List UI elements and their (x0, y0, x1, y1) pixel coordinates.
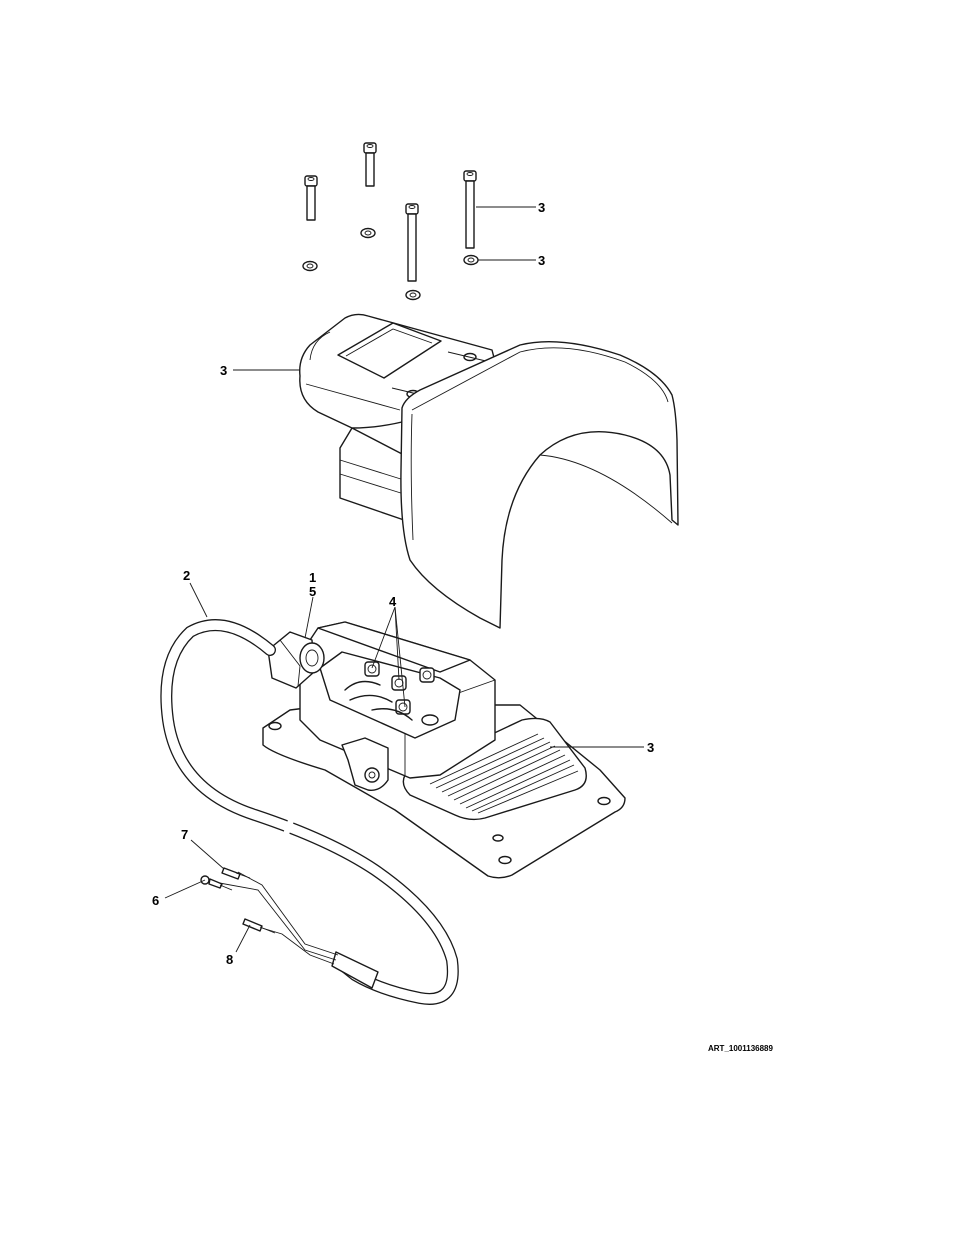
guard-hood (401, 342, 678, 628)
callout-connector-7: 7 (181, 827, 188, 842)
screw-c (406, 204, 418, 281)
callout-cover: 3 (220, 363, 227, 378)
washer-b (303, 262, 317, 271)
callout-connector-8: 8 (226, 952, 233, 967)
screw-a (364, 143, 376, 186)
art-id: ART_1001136889 (708, 1044, 773, 1053)
callout-screws-top: 3 (538, 200, 545, 215)
connector-8 (243, 919, 275, 933)
screw-d (464, 171, 476, 248)
callout-pedal: 3 (647, 740, 654, 755)
connector-6 (201, 876, 232, 890)
washer-d (464, 256, 478, 265)
callout-gland-b: 5 (309, 584, 316, 599)
callout-terminals: 4 (389, 594, 397, 609)
callout-gland-a: 1 (309, 570, 316, 585)
callout-connector-6: 6 (152, 893, 159, 908)
connector-7 (222, 868, 250, 879)
screw-b (305, 176, 317, 220)
washer-a (361, 229, 375, 238)
screw-set (303, 143, 478, 300)
washer-c (406, 291, 420, 300)
callout-labels: 3 3 3 2 1 5 4 3 7 6 8 (152, 200, 654, 967)
callout-cable: 2 (183, 568, 190, 583)
leader-lines (165, 207, 644, 952)
callout-washer-right: 3 (538, 253, 545, 268)
